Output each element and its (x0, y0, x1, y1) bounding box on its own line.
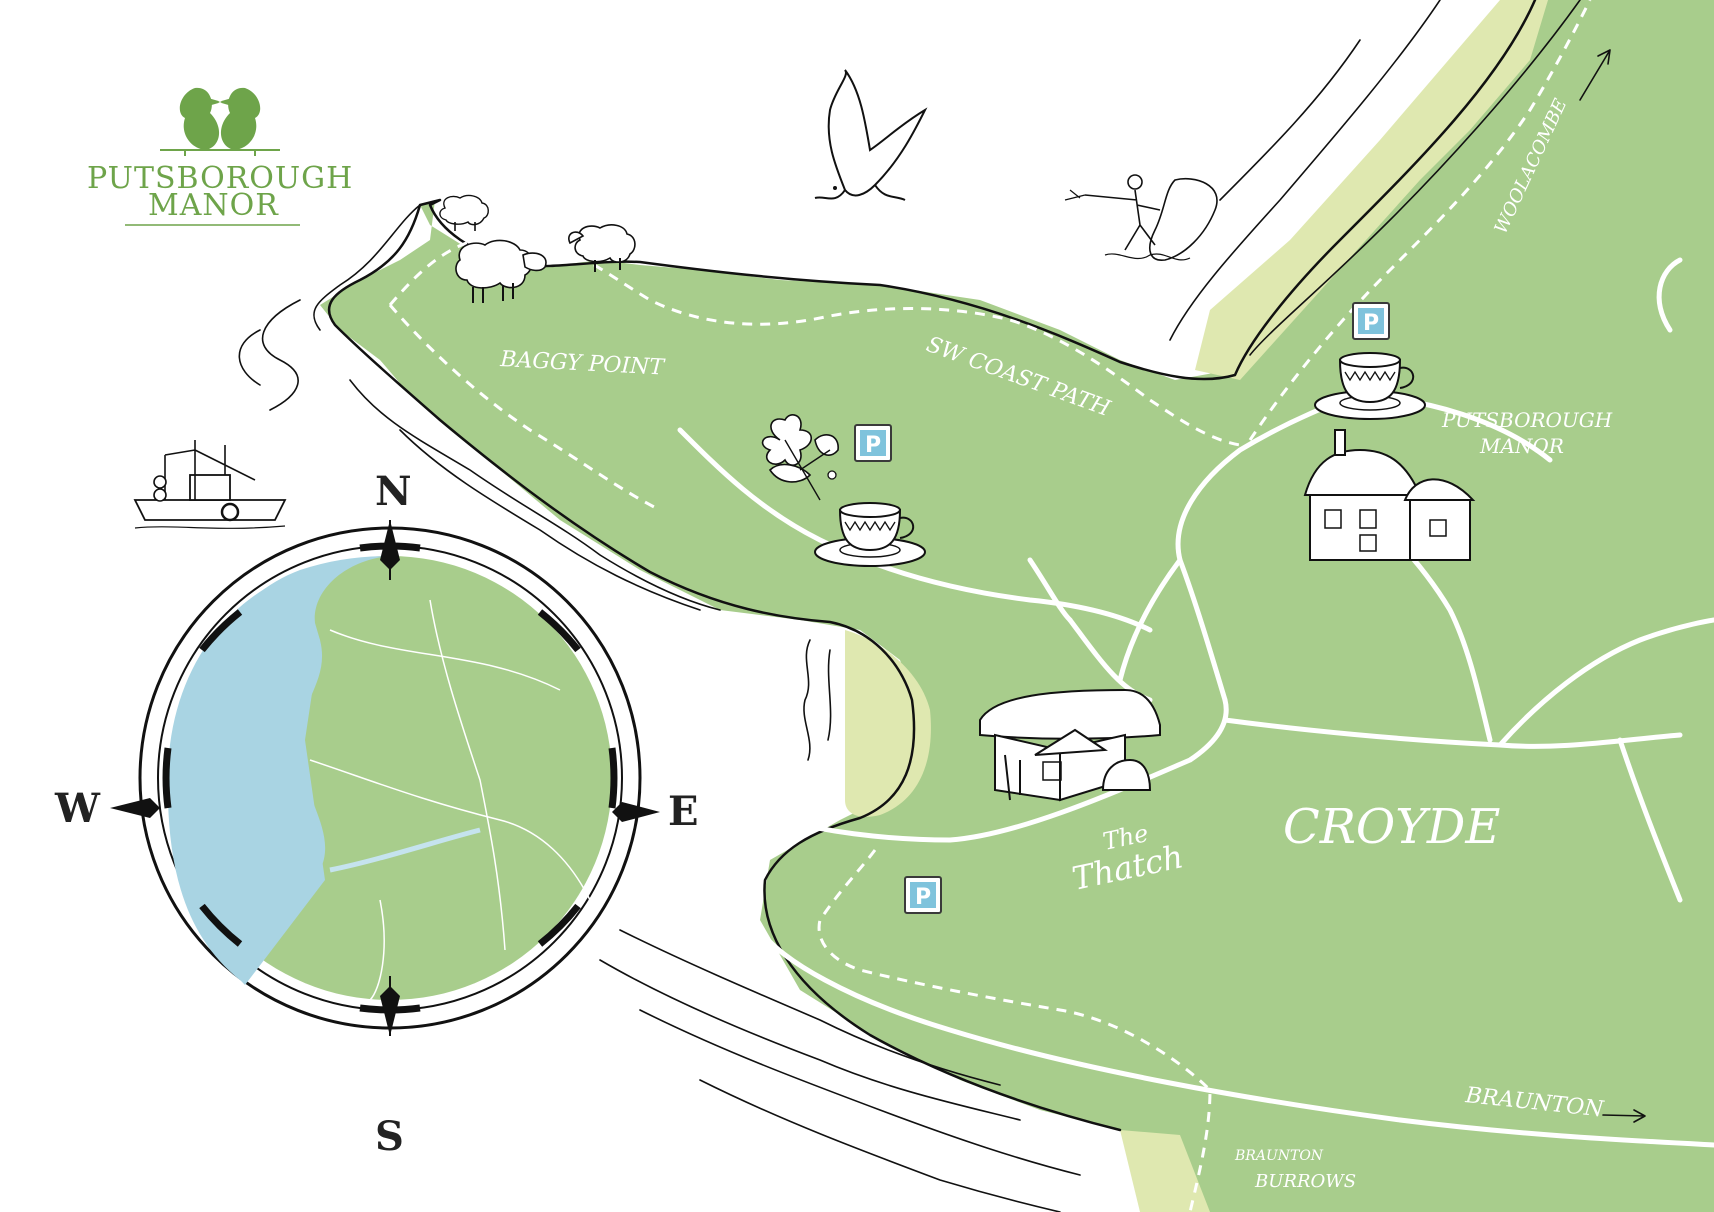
svg-text:P: P (1363, 311, 1379, 336)
label-croyde: CROYDE (1283, 799, 1500, 855)
coast-path (388, 0, 1592, 1212)
compass-rose-icon (110, 520, 660, 1036)
label-putsborough-manor-1: PUTSBOROUGH (1441, 408, 1613, 432)
sheep-icon (439, 194, 489, 231)
roads (677, 257, 1714, 1148)
compass-e: E (668, 788, 699, 835)
compass-w: W (54, 785, 101, 832)
sheep-icon (455, 239, 547, 303)
thatched-pub-icon (979, 688, 1161, 802)
svg-text:P: P (915, 885, 931, 910)
tea-cup-icon (814, 502, 926, 567)
cottage-icon (1303, 429, 1476, 561)
label-braunton-burrows-2: BURROWS (1254, 1171, 1356, 1192)
svg-text:P: P (865, 433, 881, 458)
logo-line2: MANOR (148, 188, 279, 223)
label-braunton-burrows-1: BRAUNTON (1234, 1148, 1324, 1164)
oak-leaf-icon (761, 414, 839, 501)
surfer-icon (1064, 174, 1218, 261)
compass-s: S (375, 1113, 404, 1160)
tea-cup-icon (1314, 352, 1426, 420)
arrow-icon (1579, 49, 1646, 1123)
sheep-icon (568, 224, 636, 272)
label-putsborough-manor-2: MANOR (1479, 434, 1564, 458)
puffins-logo-icon (160, 87, 280, 156)
compass-n: N (375, 468, 412, 515)
fishing-boat-icon (133, 440, 287, 529)
coastline (238, 0, 1581, 1212)
seagull-icon (814, 69, 928, 201)
logo-line1: PUTSBOROUGH (87, 161, 353, 196)
parking-icon: P (854, 424, 892, 462)
parking-icon: P (904, 876, 942, 914)
parking-icon: P (1352, 302, 1390, 340)
